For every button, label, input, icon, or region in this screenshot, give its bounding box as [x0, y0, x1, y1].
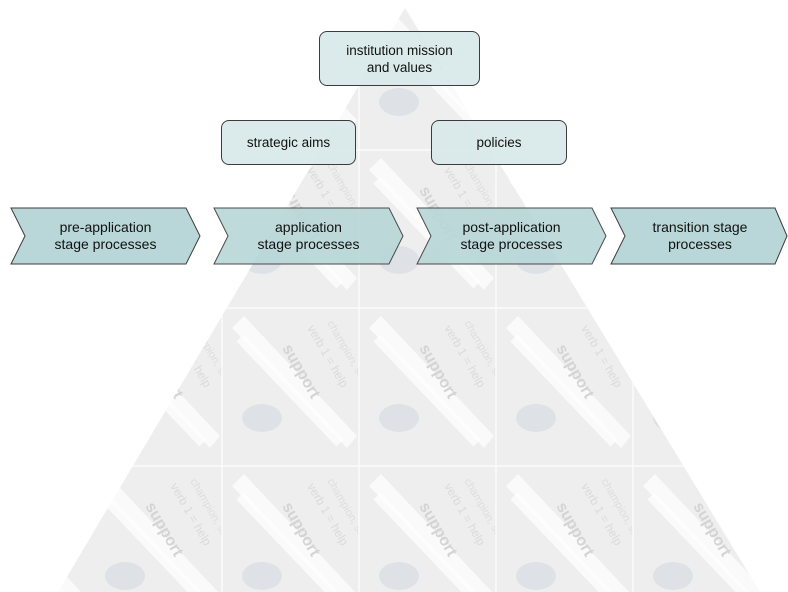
policies-box: policies [431, 120, 567, 165]
mission-values-label: institution mission and values [346, 42, 453, 75]
strategic-aims-label: strategic aims [246, 135, 331, 150]
mission-values-box: institution mission and values [319, 31, 480, 86]
stage-label-pre-application: pre-application stage processes [54, 219, 157, 252]
stage-arrow-application [213, 207, 404, 265]
policies-label: policies [476, 135, 522, 150]
stage-label-transition: transition stage processes [652, 219, 748, 252]
strategic-aims-box: strategic aims [221, 120, 356, 165]
stage-arrow-post-application [416, 207, 607, 265]
stage-label-application: application stage processes [257, 219, 360, 252]
stage-label-post-application: post-application stage processes [460, 219, 563, 252]
stage-arrow-pre-application [10, 207, 201, 265]
stage-arrow-transition [610, 207, 788, 265]
